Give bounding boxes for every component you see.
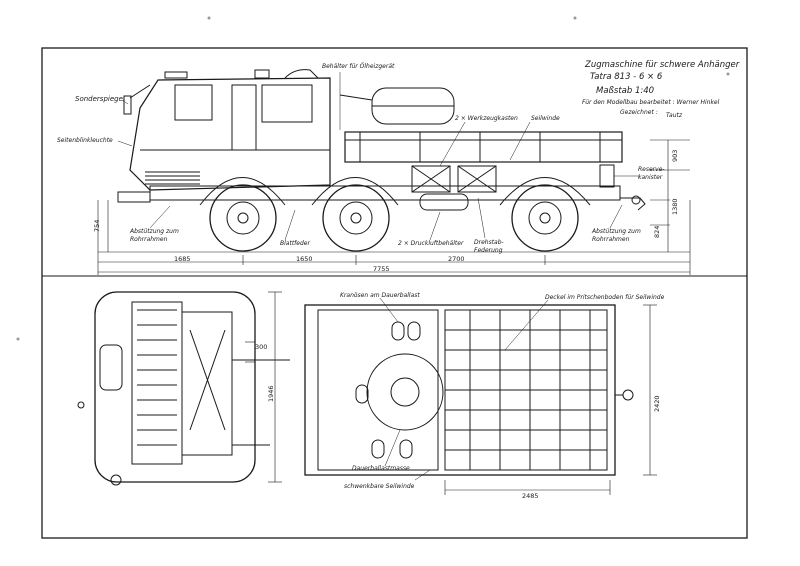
label-support-front: Abstützung zum Rohrrahmen <box>130 228 179 243</box>
scan-marks <box>16 16 730 341</box>
truck-side-view <box>117 69 646 252</box>
top-dimension-lines <box>444 304 657 495</box>
dim-height-deck: 903 <box>671 149 679 162</box>
side-dimension-lines <box>97 139 691 275</box>
title-credit: Für den Modellbau bearbeitet : Werner Hi… <box>582 99 720 106</box>
top-leader-lines <box>379 297 549 481</box>
dim-height-front: 754 <box>93 219 101 232</box>
label-oil-tank: Behälter für Ölheizgerät <box>322 63 395 70</box>
label-winch: Seilwinde <box>531 115 560 122</box>
front-dimension-lines <box>245 291 282 483</box>
label-cover: Deckel im Pritschenboden für Seilwinde <box>545 294 665 301</box>
side-leader-lines <box>117 72 640 241</box>
label-torsion-bar: Drehstab-Federung <box>474 239 504 254</box>
title-line2: Tatra 813 - 6 × 6 <box>590 72 663 82</box>
dim-top-length: 2485 <box>522 492 539 500</box>
dim-height-total: 1380 <box>671 198 679 215</box>
title-drawn: Gezeichnet : <box>620 109 658 116</box>
dim-total-length: 7755 <box>373 265 390 273</box>
dim-top-width: 2420 <box>653 395 661 412</box>
dim-height-rear: 824 <box>653 225 661 238</box>
title-signature: Tautz <box>666 112 683 119</box>
dim-wheelbase-1: 1650 <box>296 255 313 263</box>
label-tool-box: 2 × Werkzeugkasten <box>455 115 518 122</box>
label-leaf-spring: Blattfeder <box>280 240 310 247</box>
label-ballast: Dauerballastmasse <box>352 465 410 472</box>
label-air-tank: 2 × Druckluftbehälter <box>398 240 464 247</box>
label-mirror: Sonderspiegel <box>75 95 125 103</box>
label-support-rear: Abstützung zum Rohrrahmen <box>592 228 641 243</box>
title-scale: Maßstab 1:40 <box>596 86 655 96</box>
dim-front-width: 300 <box>255 343 268 351</box>
truck-top-view <box>304 304 634 476</box>
label-crane-eyes: Kranösen am Dauerballast <box>340 292 420 299</box>
label-swivel-winch: schwenkbare Seilwinde <box>344 483 415 490</box>
drawing-border <box>41 47 748 539</box>
label-side-blinker: Seitenblinkleuchte <box>57 137 113 144</box>
label-reserve-canister: Reserve-kanister <box>638 166 665 181</box>
title-line1: Zugmaschine für schwere Anhänger <box>585 60 740 70</box>
dim-wheelbase-2: 2700 <box>448 255 465 263</box>
dim-front-height: 1946 <box>267 385 275 402</box>
dim-front-overhang: 1685 <box>174 255 191 263</box>
truck-front-view <box>77 291 290 486</box>
